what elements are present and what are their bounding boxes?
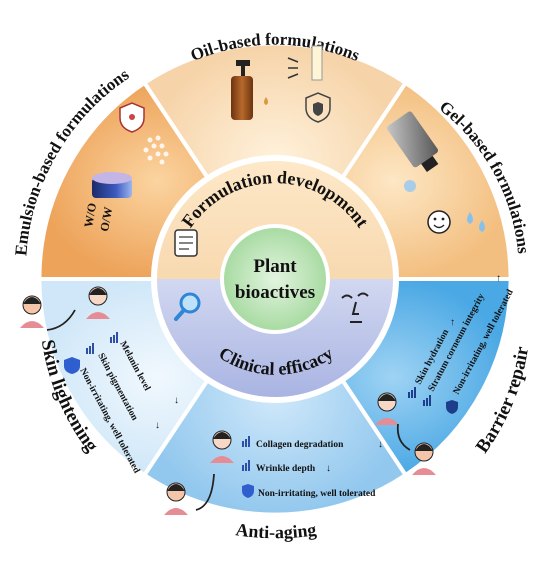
- aging-item-3: Non-irritating, well tolerated: [258, 489, 376, 499]
- water-drops-icon: [467, 212, 485, 232]
- aging-bar-chart-icon-2: [242, 460, 250, 471]
- barrier-bar-chart-icon-2: [423, 395, 431, 406]
- gel-drop-icon: [404, 180, 416, 192]
- aging-shield-icon: [242, 484, 254, 498]
- shield-icon-small: [64, 357, 80, 374]
- person-icon: [20, 295, 44, 328]
- barrier-person-icon-2: [412, 442, 436, 475]
- tube-icon: [387, 111, 439, 173]
- person-icon-after: [86, 286, 110, 319]
- aging-item-1-arrow: ↓: [378, 439, 383, 450]
- wo-label: W/O: [81, 202, 99, 229]
- barrier-arrow-icon: [396, 423, 411, 451]
- bar-chart-icon: [110, 332, 118, 343]
- aging-arrow-icon: [195, 473, 215, 511]
- aging-bar-chart-icon: [242, 436, 250, 447]
- magnifier-icon: [174, 292, 201, 321]
- smiley-icon: [427, 210, 451, 234]
- bottle-icon: [231, 60, 253, 120]
- skin-item-2-arrow: ↓: [155, 420, 160, 431]
- barrier-item-1-arrow: ↑: [450, 317, 455, 328]
- barrier-item-2-arrow: ↑: [496, 273, 501, 284]
- ow-label: O/W: [97, 206, 115, 233]
- middle-ring-bottom: [157, 279, 393, 397]
- dots-icon: [143, 135, 169, 165]
- skin-item-1-arrow: ↓: [174, 395, 179, 406]
- drop-icon: [264, 97, 268, 105]
- emulsion-shield-icon: [119, 102, 145, 133]
- center-line-1: Plant: [253, 256, 297, 277]
- arrow-icon: [46, 309, 76, 331]
- center-circle: [224, 228, 326, 330]
- middle-ring-top: [157, 161, 393, 279]
- aging-item-1: Collagen degradation: [256, 440, 344, 450]
- barrier-shield-icon: [446, 400, 458, 414]
- oil-film-icon: [311, 45, 323, 81]
- aging-item-2-arrow: ↓: [326, 463, 331, 474]
- jar-icon: [92, 172, 132, 198]
- aging-item-2: Wrinkle depth: [256, 464, 316, 474]
- sparkle-icon: [287, 57, 299, 79]
- face-icon: [341, 292, 369, 323]
- shield-icon: [305, 92, 331, 123]
- aging-person-icon: [210, 430, 234, 463]
- barrier-person-icon: [375, 392, 399, 425]
- aging-person-icon-2: [164, 482, 188, 515]
- document-icon: [174, 229, 198, 257]
- center-line-2: bioactives: [235, 282, 315, 303]
- bar-chart-icon-2: [86, 343, 94, 354]
- barrier-bar-chart-icon: [408, 387, 416, 398]
- aging-title: Anti-aging: [235, 519, 318, 542]
